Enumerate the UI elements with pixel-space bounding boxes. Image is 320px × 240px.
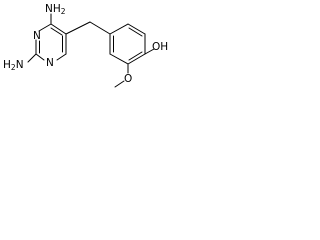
bond-n1-c6: [56, 53, 67, 61]
bond-o-ch3: [114, 80, 125, 88]
bond-b5-b6: [109, 53, 129, 65]
bond-b1-b2: [109, 23, 129, 35]
label-n-lower: N: [46, 57, 54, 69]
bond-b2-b3-double: [128, 27, 143, 37]
bond-c2-n1: [35, 53, 45, 61]
chemical-structure-diagram: NH2 N N H2N OH O: [3, 3, 168, 88]
label-nh2-left: H2N: [3, 59, 24, 72]
bond-b2-b3: [127, 23, 146, 35]
bond-c4-n3: [38, 23, 52, 32]
bond-c5-c4: [50, 23, 67, 35]
bond-ch2-aryl: [89, 21, 111, 35]
bond-c2-nh2: [27, 53, 37, 63]
benzene-ring: [109, 23, 146, 65]
bond-c5-ch2: [65, 21, 91, 35]
bond-aryl-oh: [144, 48, 155, 55]
label-nh2-top: NH2: [45, 3, 66, 16]
pyrimidine-ring: [35, 23, 67, 61]
bond-c5-c4-double: [50, 27, 63, 36]
label-n-upper: N: [33, 30, 41, 42]
bond-b4-b5: [127, 53, 146, 65]
bond-b4-b5-double: [128, 51, 143, 61]
label-o-methoxy: O: [124, 73, 132, 85]
label-oh: OH: [152, 41, 168, 53]
